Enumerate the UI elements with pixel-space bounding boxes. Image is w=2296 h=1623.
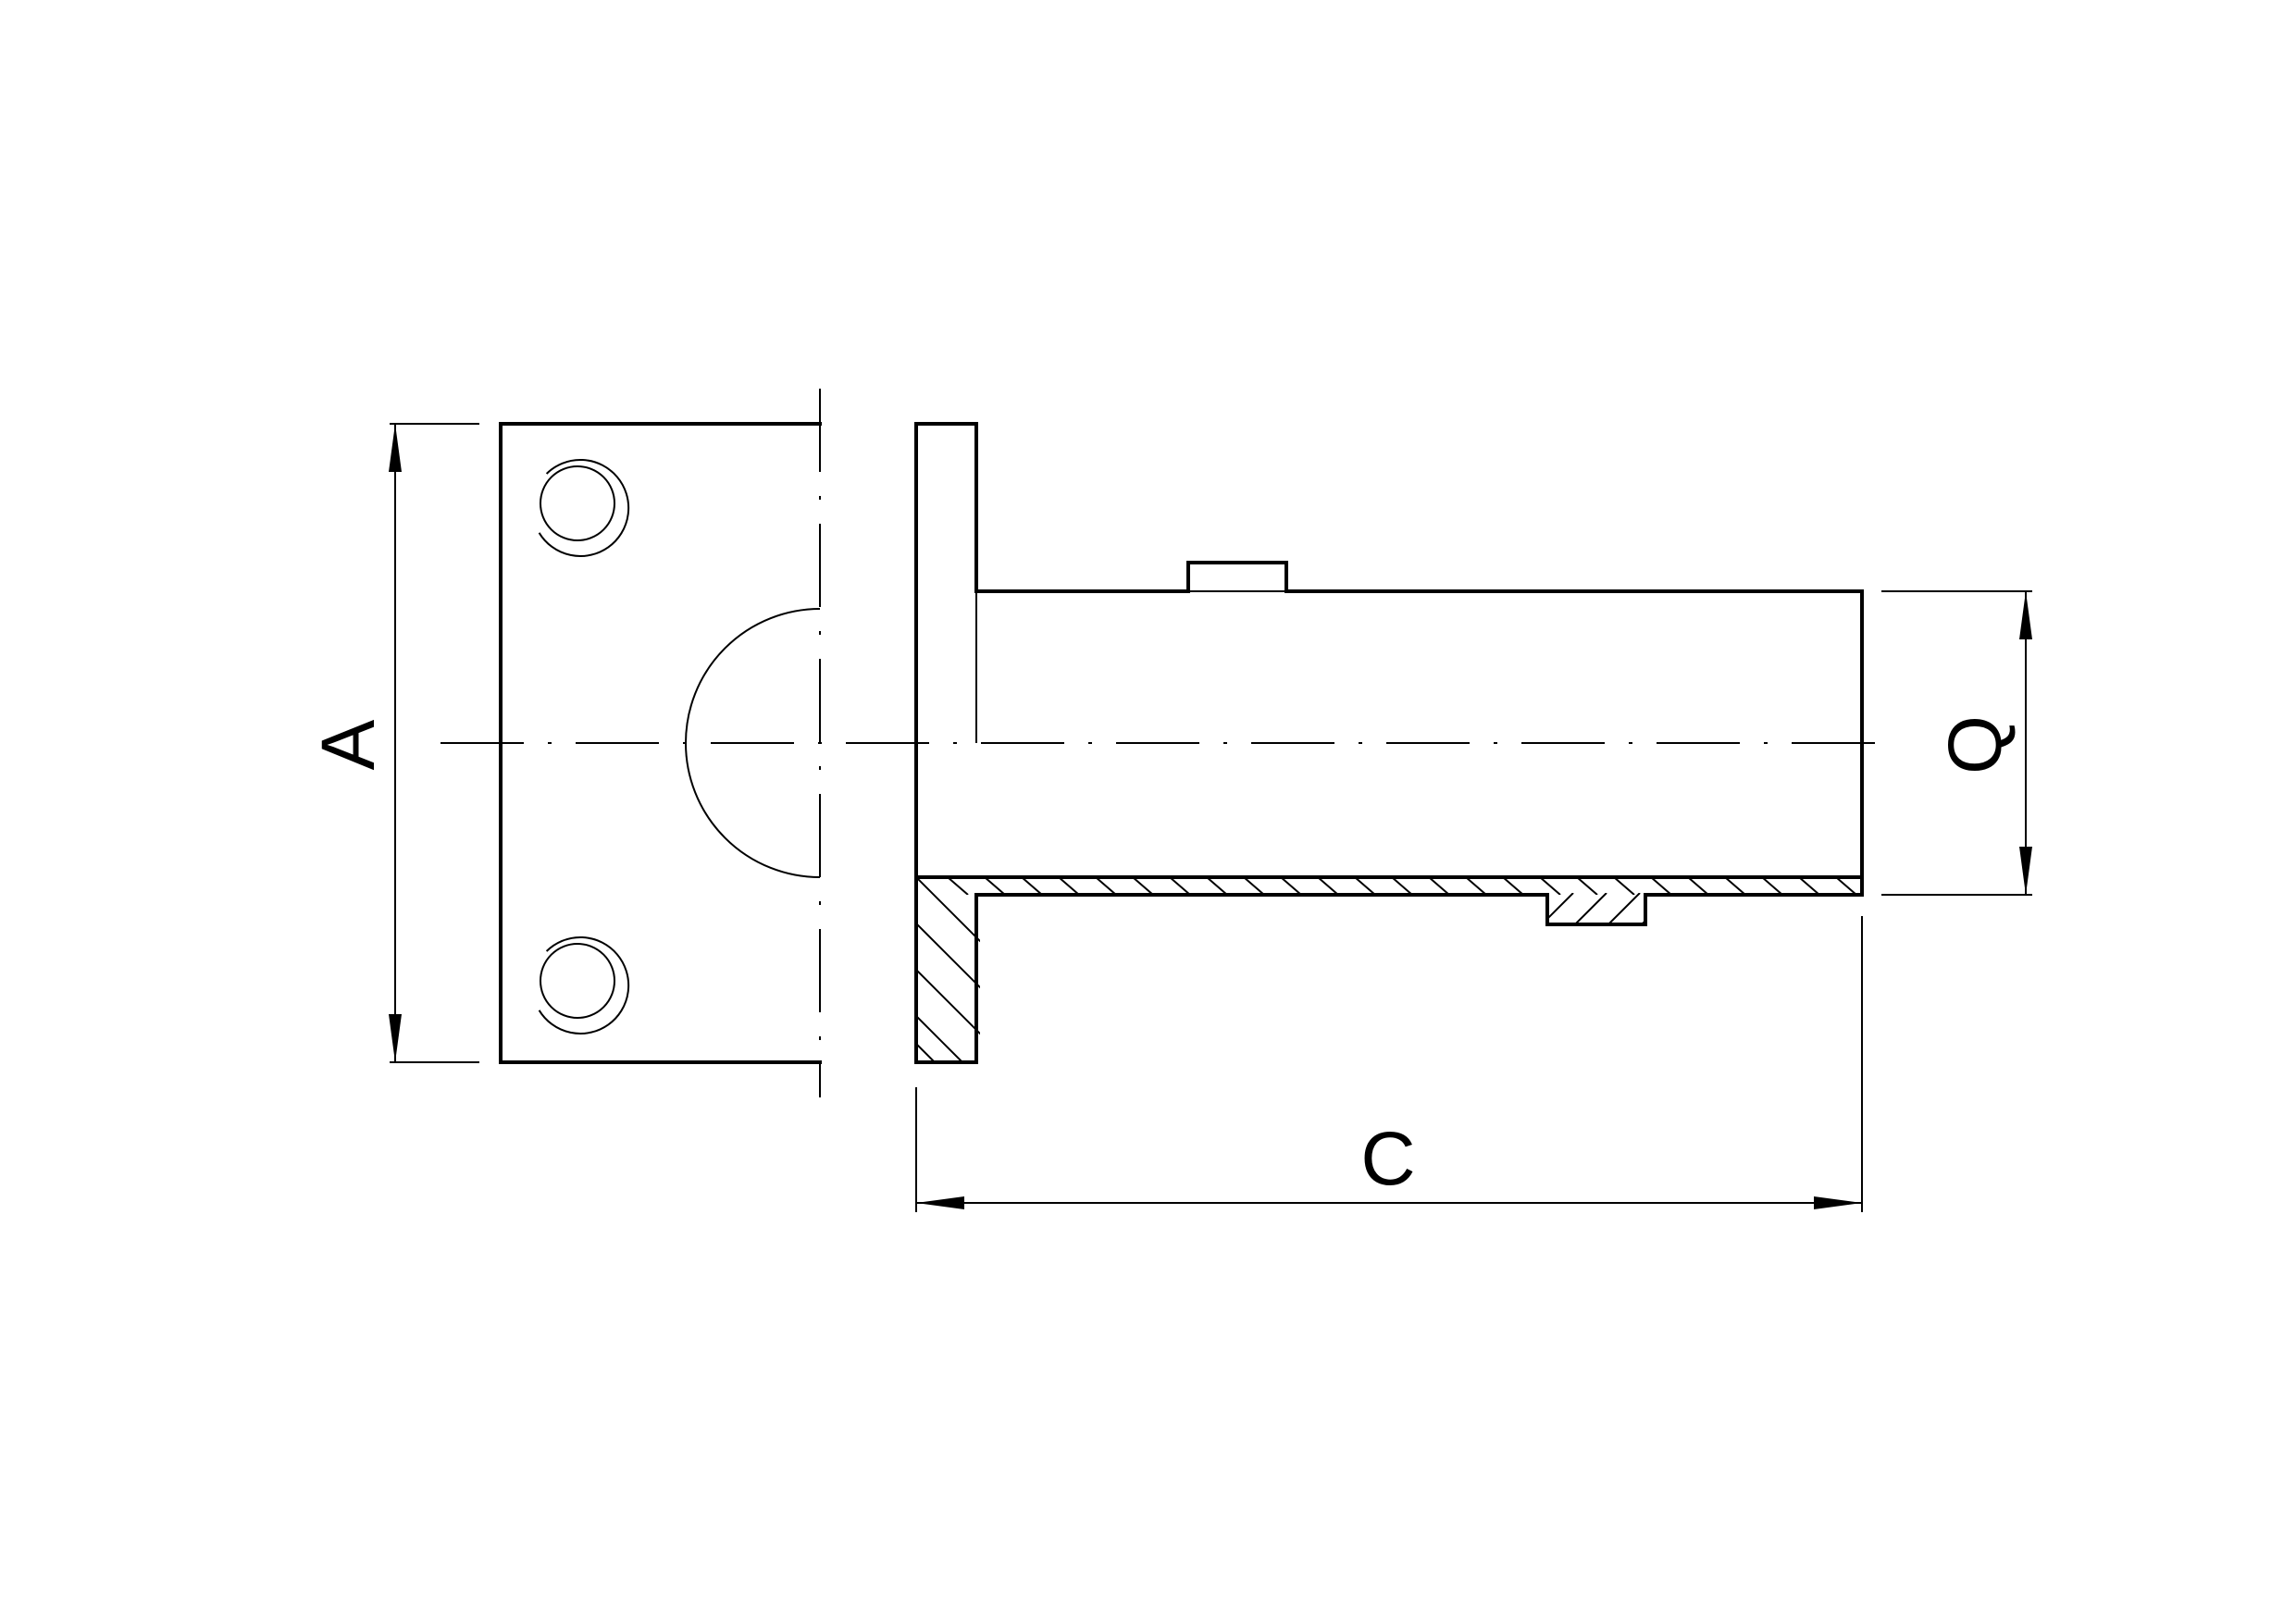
flange-tube-outline bbox=[914, 422, 1864, 1064]
flange-hatching bbox=[916, 877, 980, 1062]
front-view: A bbox=[306, 389, 822, 1097]
dimension-c-label: C bbox=[1360, 1117, 1415, 1201]
dimension-q-label: Q bbox=[1933, 715, 2017, 774]
bottom-lug-hatching bbox=[1547, 893, 1647, 924]
dimension-q bbox=[1881, 590, 2032, 896]
mounting-hole-bottom bbox=[538, 936, 630, 1035]
mounting-hole-top bbox=[538, 459, 630, 557]
tube-wall-hatching bbox=[947, 877, 1857, 895]
side-view: C Q bbox=[914, 422, 2032, 1212]
dimension-c bbox=[915, 916, 1863, 1212]
dimension-a bbox=[389, 423, 479, 1063]
dimension-a-label: A bbox=[306, 719, 391, 770]
